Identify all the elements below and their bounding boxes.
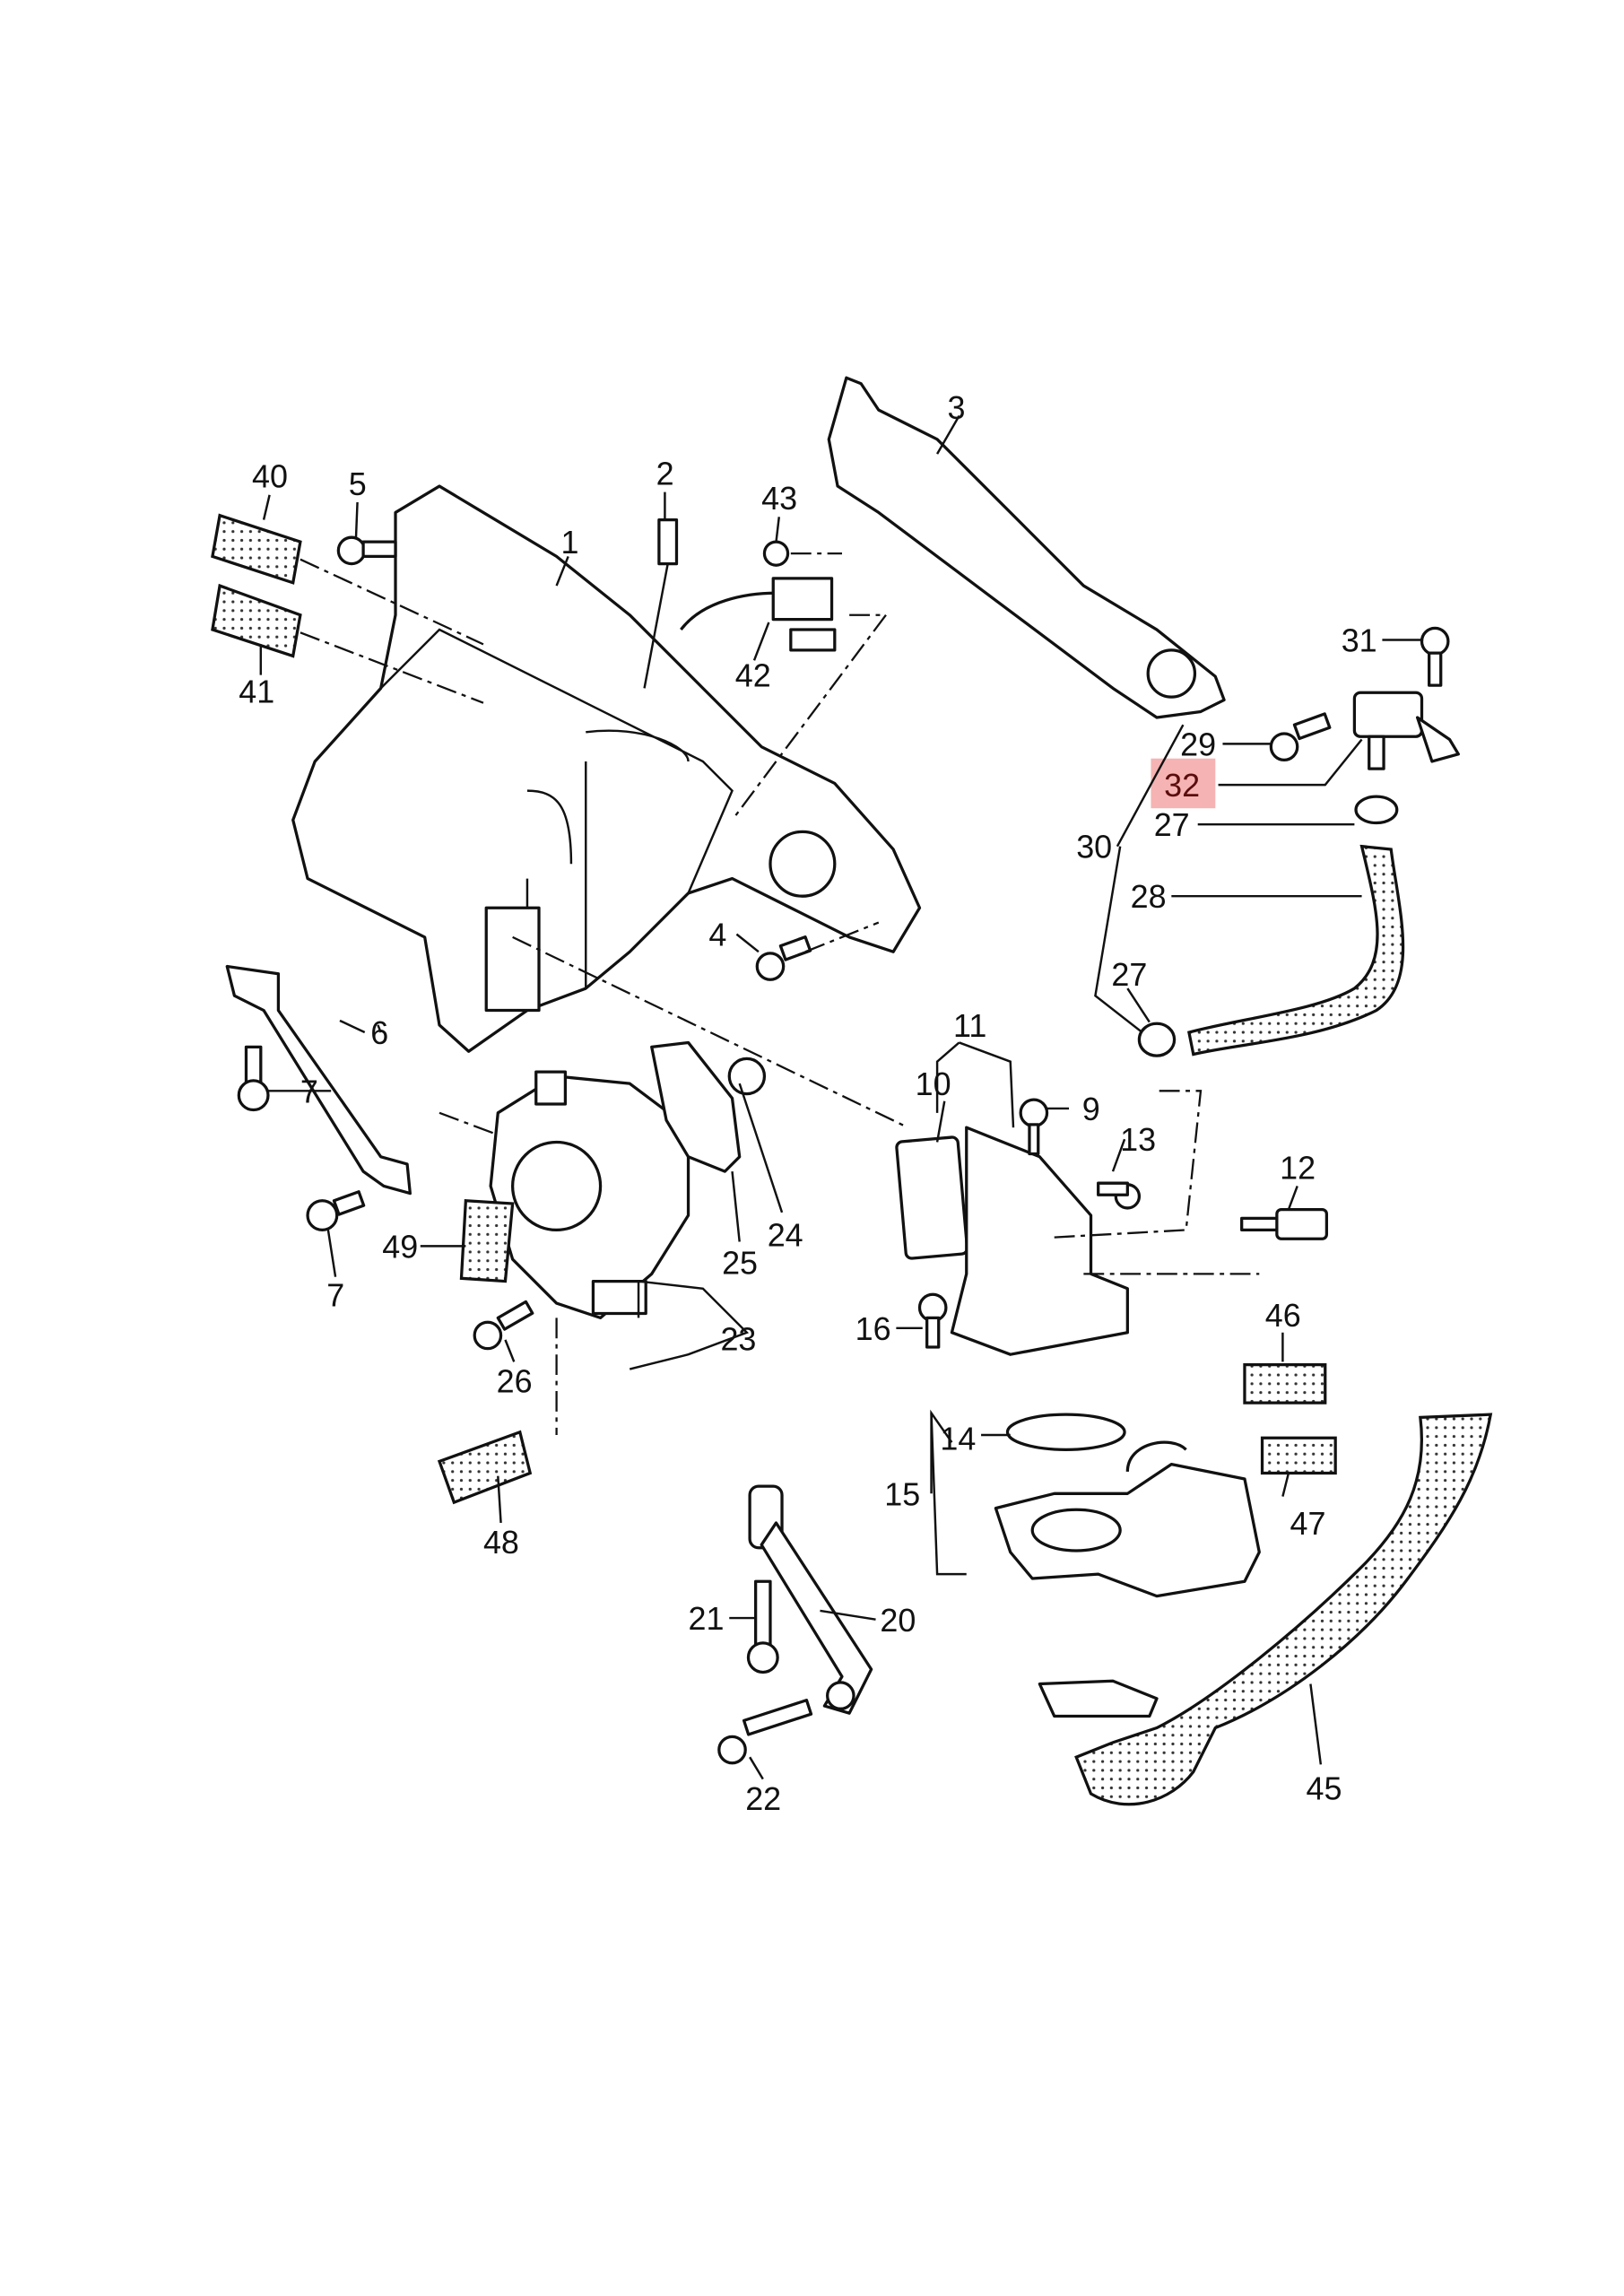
bolt-16: [917, 1292, 948, 1349]
callout-21: 21: [689, 1600, 725, 1637]
flange-11: [895, 1098, 1142, 1356]
bolt-22: [717, 1699, 813, 1765]
callout-13: 13: [1120, 1121, 1156, 1158]
bolt-7a: [237, 1045, 270, 1112]
callout-20: 20: [880, 1602, 916, 1639]
seal-25: [727, 1057, 767, 1096]
callout-40: 40: [252, 458, 288, 495]
callout-10: 10: [916, 1065, 951, 1102]
bolt-31: [1420, 626, 1450, 687]
callout-32: 32: [1164, 767, 1200, 804]
hose-46: [1243, 1363, 1327, 1405]
callout-16: 16: [855, 1310, 891, 1347]
callout-24: 24: [768, 1216, 803, 1253]
callout-15: 15: [884, 1475, 920, 1512]
callout-11: 11: [953, 1007, 986, 1044]
bracket-20: [748, 1484, 873, 1715]
bracket-6: [225, 964, 412, 1196]
callout-48: 48: [483, 1524, 519, 1561]
callout-9: 9: [1082, 1091, 1100, 1127]
callout-41: 41: [239, 674, 274, 710]
bolt-21: [746, 1579, 779, 1674]
callout-25: 25: [722, 1244, 758, 1281]
sensor-2: [643, 517, 679, 689]
clamp-27b: [1137, 1022, 1177, 1057]
callout-29: 29: [1180, 726, 1216, 762]
callout-22: 22: [745, 1780, 781, 1817]
gasket-24: [650, 1040, 742, 1173]
callout-23: 23: [720, 1320, 756, 1357]
hose-47: [1260, 1436, 1337, 1475]
callout-3: 3: [948, 389, 966, 426]
o-ring-14: [1005, 1413, 1126, 1451]
callout-highlight: [1151, 758, 1216, 809]
callout-47: 47: [1290, 1505, 1326, 1542]
callout-27b: 27: [1111, 956, 1147, 993]
callout-6: 6: [370, 1014, 388, 1051]
callout-46: 46: [1265, 1297, 1301, 1334]
bolt-29: [1269, 712, 1332, 761]
callout-7b: 7: [326, 1276, 344, 1313]
bolt-7b: [306, 1190, 366, 1232]
callout-1: 1: [561, 524, 579, 561]
hose-49: [459, 1199, 515, 1283]
hose-28: [1187, 844, 1405, 1057]
callout-28: 28: [1131, 878, 1167, 915]
clamp-27a: [1354, 795, 1399, 825]
bolt-5: [336, 535, 397, 566]
callout-30: 30: [1076, 829, 1112, 865]
callout-4: 4: [708, 917, 726, 953]
egr-valve-23: [489, 1070, 690, 1320]
callout-labels: 1 2 3 4 5 6 7 7 9 10 11 12 13 14 15 16 2…: [239, 389, 1376, 1817]
callout-14: 14: [940, 1420, 976, 1457]
callout-49: 49: [382, 1228, 418, 1265]
gasket-3: [827, 376, 1226, 719]
callout-12: 12: [1280, 1149, 1316, 1186]
bolt-4: [755, 921, 880, 981]
hose-41: [211, 583, 302, 658]
callout-7a: 7: [300, 1073, 318, 1109]
hose-48: [437, 1430, 533, 1505]
callout-45: 45: [1307, 1770, 1342, 1807]
callout-27a: 27: [1154, 806, 1190, 843]
callout-2: 2: [656, 455, 674, 491]
pipe-45: [1038, 1413, 1493, 1806]
cooler-15: [994, 1413, 1261, 1598]
pressure-sensor-32: [1352, 691, 1460, 770]
callout-31: 31: [1342, 622, 1377, 659]
callout-42: 42: [735, 657, 771, 694]
bolt-26: [473, 1300, 534, 1351]
hose-40: [211, 513, 302, 585]
callout-5: 5: [349, 465, 367, 502]
valve-42: [680, 540, 889, 821]
callout-26: 26: [497, 1363, 533, 1400]
leader-lines: [259, 415, 1424, 1780]
egr-cooler-1: [291, 484, 922, 1053]
callout-43: 43: [761, 480, 797, 517]
sensor-12: [1240, 1207, 1329, 1240]
